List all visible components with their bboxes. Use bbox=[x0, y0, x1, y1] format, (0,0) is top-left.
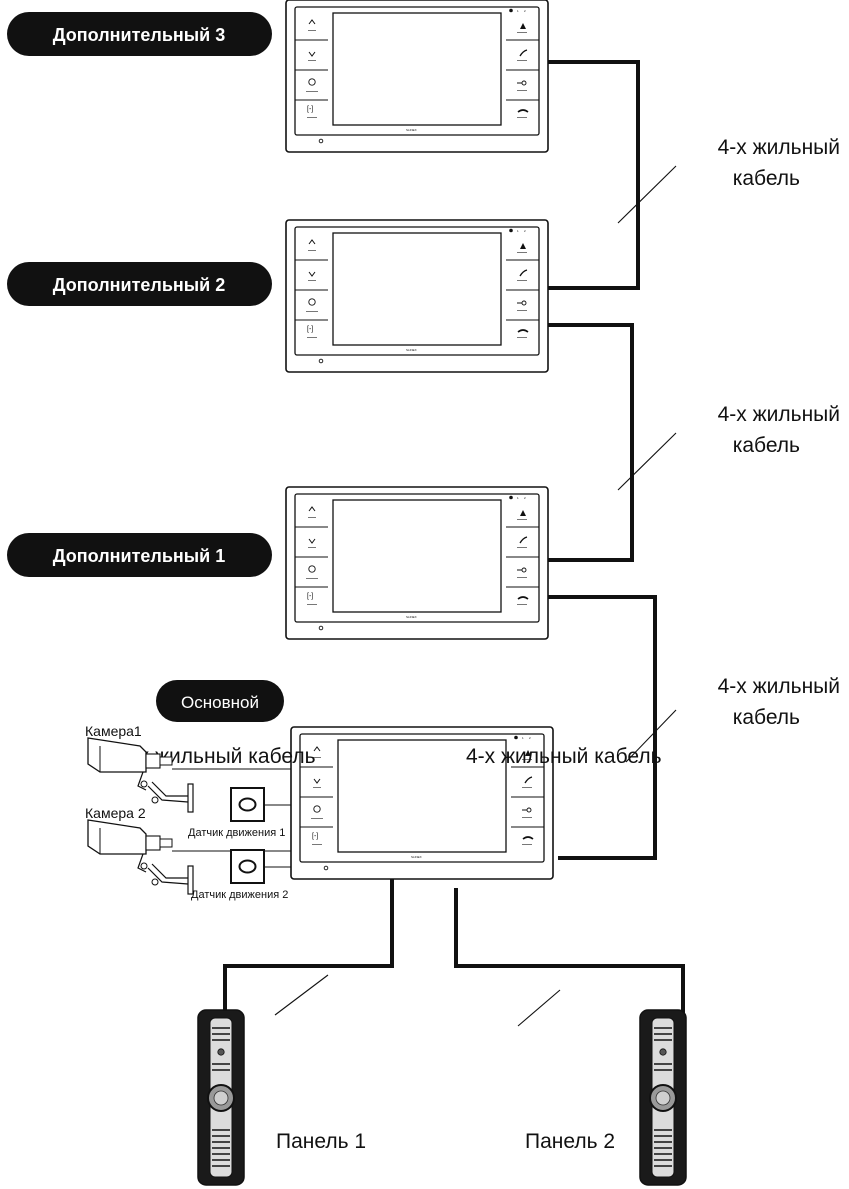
indicator-2: 2 bbox=[524, 229, 526, 233]
leader-right bbox=[517, 989, 561, 1027]
indicator-1: 1 bbox=[517, 496, 519, 500]
cable-dop1-main bbox=[548, 595, 657, 860]
monitor-dop2: SLINEX 1 2 bbox=[285, 219, 549, 373]
indicator-2: 2 bbox=[524, 496, 526, 500]
pill-dop1: Дополнительный 1 bbox=[7, 533, 272, 577]
pill-dop2: Дополнительный 2 bbox=[7, 262, 272, 306]
indicator-2: 2 bbox=[524, 9, 526, 13]
cable-label-c-line2: кабель bbox=[733, 706, 800, 729]
leader-a bbox=[617, 165, 677, 224]
monitor-main: SLINEX 1 2 bbox=[290, 726, 554, 880]
cable-dop2-dop1 bbox=[548, 323, 634, 562]
sensor-2-label: Датчик движения 2 bbox=[191, 889, 288, 901]
pill-dop1-label: Дополнительный 1 bbox=[53, 546, 225, 566]
indicator-2: 2 bbox=[529, 736, 531, 740]
leader-b bbox=[617, 432, 677, 491]
cable-label-b-line1: 4-х жильный bbox=[718, 403, 840, 426]
monitor-brand: SLINEX bbox=[411, 855, 422, 859]
monitor-brand: SLINEX bbox=[406, 348, 417, 352]
cable-label-a-line1: 4-х жильный bbox=[718, 136, 840, 159]
cable-main-panel2 bbox=[454, 888, 685, 1028]
cable-label-c-line1: 4-х жильный bbox=[718, 675, 840, 698]
leader-lines bbox=[274, 165, 677, 1027]
sensor-1-label: Датчик движения 1 bbox=[188, 827, 285, 839]
camera-2-label: Камера 2 bbox=[85, 805, 146, 821]
cable-label-b-line2: кабель bbox=[733, 434, 800, 457]
monitor-brand: SLINEX bbox=[406, 615, 417, 619]
pill-dop2-label: Дополнительный 2 bbox=[53, 275, 225, 295]
camera-2 bbox=[87, 819, 194, 895]
panel-1-label: Панель 1 bbox=[276, 1130, 366, 1153]
cable-dop3-dop2 bbox=[548, 60, 640, 290]
monitor-dop3: SLINEX 1 2 bbox=[285, 0, 549, 153]
monitor-brand: SLINEX bbox=[406, 128, 417, 132]
door-panel-1 bbox=[197, 1009, 245, 1186]
indicator-1: 1 bbox=[522, 736, 524, 740]
leader-left bbox=[274, 974, 329, 1016]
pill-main-label: Основной bbox=[181, 693, 259, 712]
motion-sensor-1 bbox=[230, 787, 265, 822]
pill-dop3-label: Дополнительный 3 bbox=[53, 25, 225, 45]
monitor-dop1: SLINEX 1 2 bbox=[285, 486, 549, 640]
leader-c bbox=[625, 709, 677, 763]
pill-main: Основной bbox=[156, 680, 284, 722]
cable-label-a-line2: кабель bbox=[733, 167, 800, 190]
pill-dop3: Дополнительный 3 bbox=[7, 12, 272, 56]
camera-1-label: Камера1 bbox=[85, 723, 142, 739]
indicator-1: 1 bbox=[517, 9, 519, 13]
motion-sensor-2 bbox=[230, 849, 265, 884]
door-panel-2 bbox=[639, 1009, 687, 1186]
cable-label-right: 4-х жильный кабель bbox=[466, 745, 662, 768]
indicator-1: 1 bbox=[517, 229, 519, 233]
panel-2-label: Панель 2 bbox=[525, 1130, 615, 1153]
